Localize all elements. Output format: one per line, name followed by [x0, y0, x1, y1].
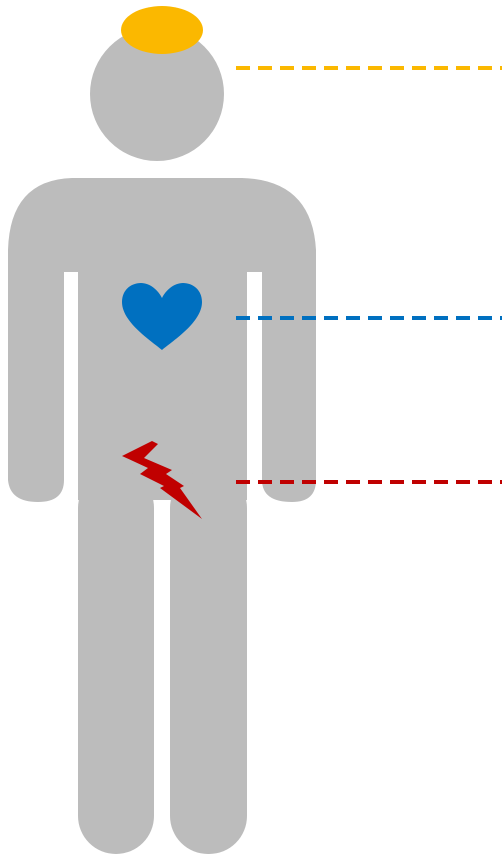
- figure-right-leg: [170, 470, 247, 854]
- figure-leg-gap: [154, 500, 170, 854]
- figure-left-leg: [78, 470, 154, 854]
- halo-icon: [121, 6, 203, 54]
- human-figure: [8, 27, 316, 854]
